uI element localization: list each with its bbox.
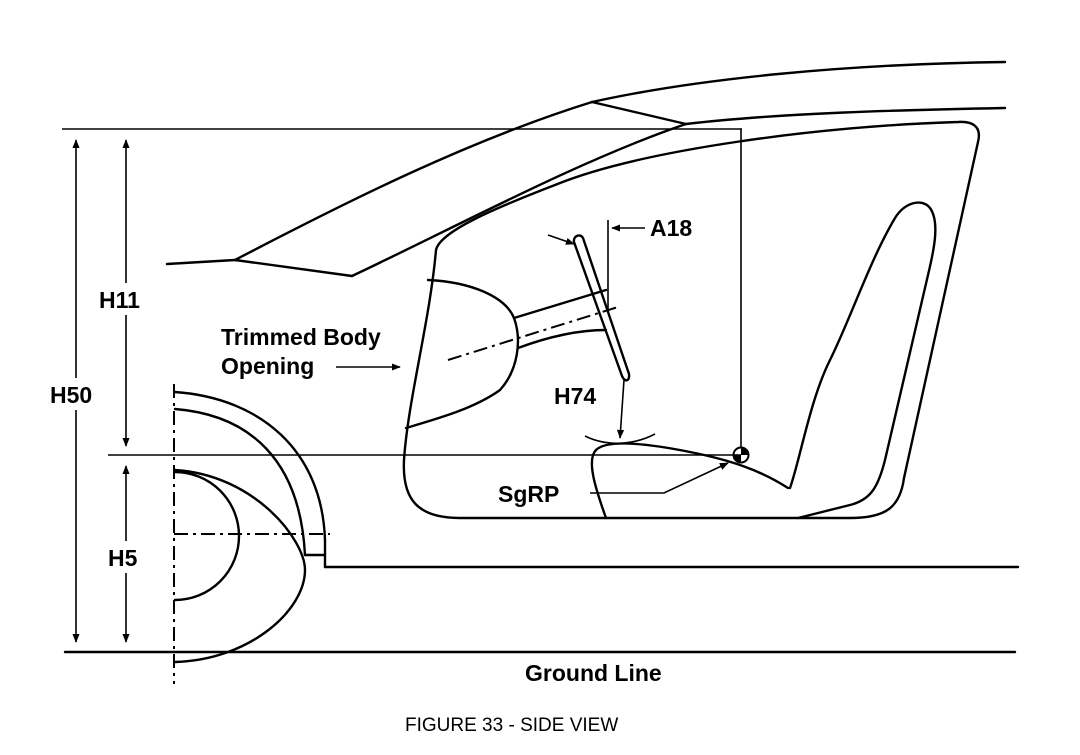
roof-inner-line — [684, 106, 1007, 126]
sgrp-label: SgRP — [498, 481, 559, 507]
instrument-panel — [404, 278, 520, 430]
hood-line — [165, 258, 354, 278]
h5-label-bg — [106, 541, 146, 573]
steering-column — [512, 288, 608, 350]
trimmed-body-label-line2: Opening — [221, 353, 314, 379]
h74-label: H74 — [554, 383, 596, 409]
h5-label: H5 — [108, 545, 138, 571]
a18-arrow-left — [547, 234, 575, 245]
wheel-arch-step — [303, 538, 327, 569]
windshield-top — [233, 100, 594, 262]
a18-label: A18 — [650, 215, 692, 241]
steering-wheel — [572, 234, 631, 382]
roof-outline — [590, 60, 1007, 104]
a-pillar-edge — [590, 100, 688, 126]
seat-back — [788, 201, 937, 520]
wheel-outer — [173, 468, 307, 664]
h74-arrow — [616, 379, 625, 439]
wheel-hub — [173, 470, 241, 602]
figure-caption: FIGURE 33 - SIDE VIEW — [405, 715, 618, 736]
h11-label-bg — [98, 283, 150, 315]
trimmed-body-label-line1: Trimmed Body — [221, 324, 381, 350]
wheel-arch-outer — [173, 390, 327, 542]
steering-column-centerline — [447, 306, 619, 361]
windshield-lower — [350, 122, 688, 278]
sgrp-leader — [590, 462, 729, 494]
h50-label: H50 — [50, 382, 92, 408]
trimmed-body-opening — [402, 120, 981, 520]
h50-label-bg — [50, 378, 102, 410]
ground-line-label: Ground Line — [525, 660, 662, 686]
wheel-arch-inner — [173, 407, 307, 557]
seat-cushion — [590, 442, 790, 520]
h11-label: H11 — [99, 287, 140, 313]
